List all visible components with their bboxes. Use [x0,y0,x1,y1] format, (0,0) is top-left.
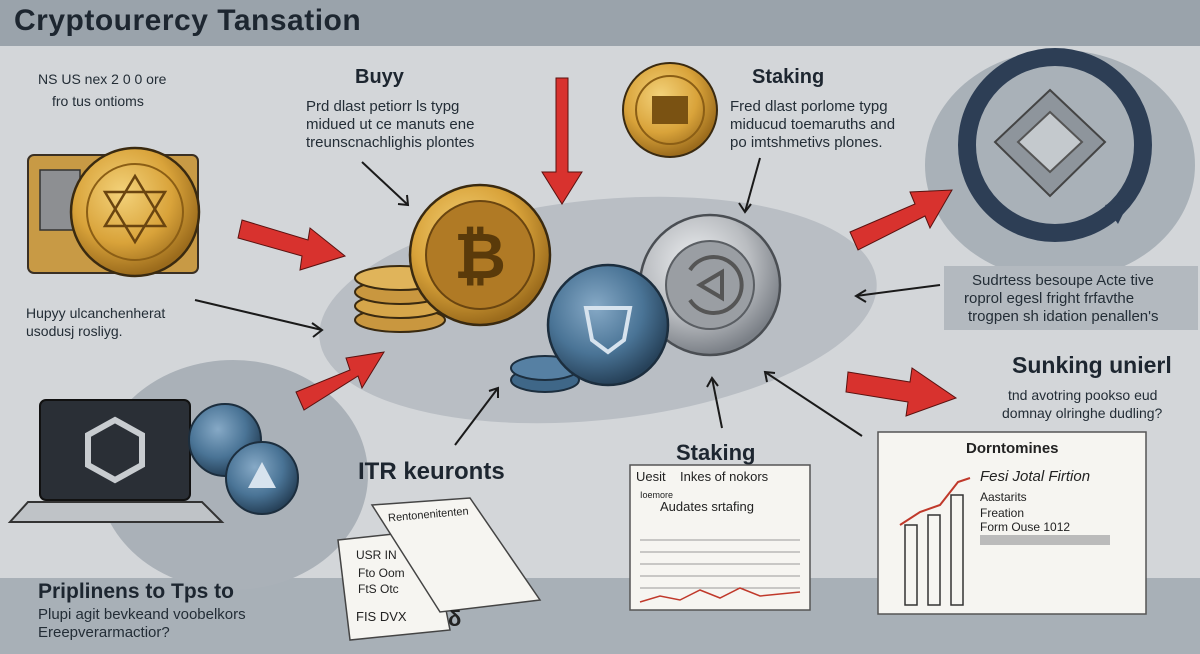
gold-coin-top-rim [635,75,705,145]
laptop-group [7,399,299,523]
ledger-trend-line [639,587,801,603]
buyy-line3: treunscnachlighis plontes [306,134,475,151]
mid-left-line1: Hupyy ulcanchenherat [26,305,166,321]
red-arrow-down [541,77,583,205]
pointer-arrows [194,157,941,446]
title-band [0,0,1200,46]
token-icon [688,255,744,315]
right-box-line1: Sudrtess besoupe Acte tive [972,272,1154,289]
report-h2: Aastarits [980,490,1027,504]
top-left-line1: NS US nex 2 0 0 ore [38,71,167,87]
gold-coin-left-rim [86,163,184,261]
gold-coin-left [69,146,201,278]
cycle-ring [958,48,1152,242]
staking-top-line1: Fred dlast porlome typg [730,98,888,115]
receipt-row-2: Fto Oom [358,566,405,580]
right-info-box [944,266,1198,330]
staking-top-heading: Staking [752,66,825,88]
ring-group [958,48,1152,242]
ledger-title: Audates srtafing [660,499,754,514]
coin-stack-group: ₿ [354,183,552,333]
staking-top-line2: miducud toemaruths and [730,116,896,133]
blue-coin-center-group [510,263,670,393]
ledger-sub: Ioemore [640,490,674,500]
growth-arrow-icon [899,477,971,526]
receipt-row-3: FtS Otc [358,582,399,596]
right-box-line2: roprol egesl fright frfavthe [964,290,1135,307]
report-title: Dorntomines [966,440,1059,457]
sunking-line2: domnay olringhe dudling? [1002,405,1163,421]
hexagon-logo-icon [85,416,145,484]
report-h1: Fesi Jotal Firtion [980,468,1091,485]
page-title: Cryptourercy Tansation [14,4,362,37]
report-group [877,431,1147,615]
ledger-tab-2: Inkes of nokors [680,469,769,484]
red-arrow-left [237,219,347,271]
report-h4: Form Ouse 1012 [980,520,1071,534]
laptop-screen [39,399,191,501]
sunking-heading: Sunking unierl [1012,352,1172,378]
buyy-line2: midued ut ce manuts ene [306,116,475,133]
red-arrow-lower-left [295,351,385,411]
blue-coin-center [546,263,670,387]
receipt-symbol: δ [448,606,462,631]
shield-icon [583,306,633,355]
right-box-line3: trogpen sh idation penallen's [968,308,1159,325]
gold-coin-top-group [622,62,718,158]
staking-top-line3: po imtshmetivs plones. [730,134,883,151]
star-icon [102,173,168,228]
ledger-group [629,464,811,611]
sunking-line1: tnd avotring pookso eud [1008,387,1158,403]
star-icon-inverse [102,190,168,245]
mid-left-line2: usodusj rosliyg. [26,323,123,339]
red-arrow-right [845,367,958,417]
receipt-group [337,497,542,641]
receipt-row-4: FIS DVX [356,609,407,624]
buyy-heading: Buyy [355,66,404,88]
laptop-base [7,501,225,523]
triangle-icon [248,462,276,488]
buyy-line1: Prd dlast petiorr ls typg [306,98,460,115]
bottom-left-line2: Ereepverarmactior? [38,624,170,641]
bitcoin-icon: ₿ [454,220,506,294]
report-h3: Freation [980,506,1025,520]
itr-heading: ITR keuronts [358,458,505,485]
bottom-left-heading: Priplinens to Tps to [38,580,235,603]
top-left-line2: fro tus ontioms [52,93,144,109]
receipt-row-1: USR IN [356,548,397,562]
play-icon [652,96,688,124]
staking-bottom-heading: Staking [676,440,756,465]
red-arrow-up-right [849,189,953,251]
ledger-tab-1: Uesit [636,469,666,484]
bottom-left-line1: Plupi agit bevkeand voobelkors [38,606,246,623]
red-arrows [237,77,958,417]
gold-coin-left-group [27,146,201,278]
